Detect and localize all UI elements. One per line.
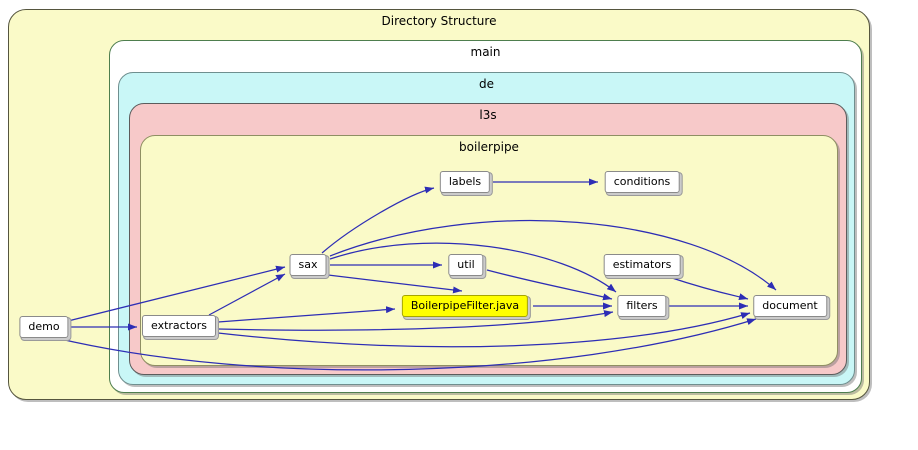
container-boilerpipe-title: boilerpipe xyxy=(459,140,519,154)
node-filters: filters xyxy=(617,295,667,317)
node-extractors: extractors xyxy=(141,315,217,337)
container-main-title: main xyxy=(470,45,501,59)
container-boilerpipe: boilerpipe xyxy=(140,135,838,366)
node-estimators: estimators xyxy=(603,254,681,276)
node-sax: sax xyxy=(289,254,327,276)
container-l3s-title: l3s xyxy=(479,108,497,122)
container-directory-structure-title: Directory Structure xyxy=(381,14,497,28)
container-de-title: de xyxy=(479,77,494,91)
node-util: util xyxy=(448,254,484,276)
node-boilerpipe-filter-java: BoilerpipeFilter.java xyxy=(401,295,529,317)
node-conditions: conditions xyxy=(604,171,680,193)
node-labels: labels xyxy=(439,171,491,193)
node-demo: demo xyxy=(19,316,69,338)
node-document: document xyxy=(753,295,827,317)
